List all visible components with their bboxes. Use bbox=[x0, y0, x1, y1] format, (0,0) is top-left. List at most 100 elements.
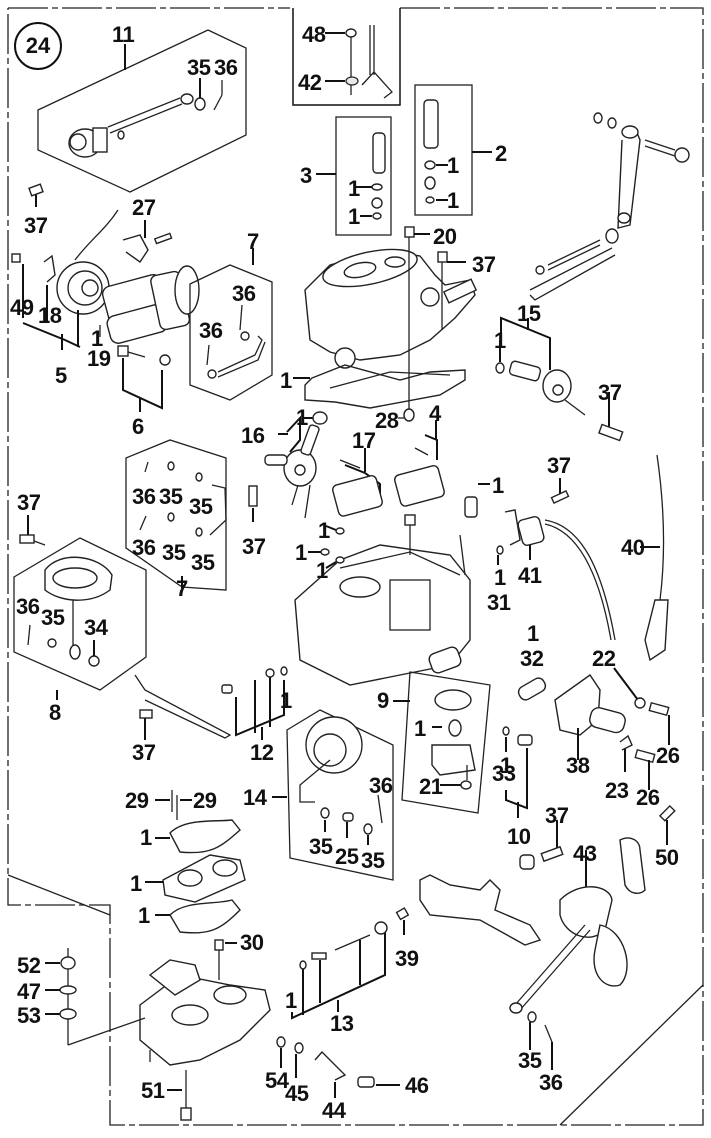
callout-35: 35 bbox=[191, 550, 215, 575]
callout-9: 9 bbox=[377, 688, 389, 713]
callout-1: 1 bbox=[138, 903, 150, 928]
callout-1: 1 bbox=[316, 558, 328, 583]
callout-10: 10 bbox=[507, 824, 531, 849]
callout-29: 29 bbox=[125, 788, 149, 813]
callout-4: 4 bbox=[429, 401, 441, 426]
choke-motor-assembly bbox=[11, 183, 200, 412]
callout-37: 37 bbox=[598, 380, 622, 405]
callout-1: 1 bbox=[280, 368, 292, 393]
callout-35: 35 bbox=[361, 848, 385, 873]
callout-1: 1 bbox=[494, 565, 506, 590]
callout-32: 32 bbox=[520, 646, 544, 671]
callout-2: 2 bbox=[495, 141, 507, 166]
callout-1: 1 bbox=[296, 405, 308, 430]
gasket-stack bbox=[145, 790, 246, 934]
callout-35: 35 bbox=[162, 540, 186, 565]
callout-1: 1 bbox=[494, 328, 506, 353]
callout-14: 14 bbox=[243, 785, 267, 810]
callout-12: 12 bbox=[250, 740, 274, 765]
callout-36: 36 bbox=[232, 281, 256, 306]
callout-41: 41 bbox=[518, 563, 542, 588]
callout-37: 37 bbox=[24, 213, 48, 238]
callout-52: 52 bbox=[17, 953, 41, 978]
callout-51: 51 bbox=[141, 1078, 165, 1103]
frame-outline bbox=[7, 7, 704, 1126]
callout-1: 1 bbox=[414, 716, 426, 741]
group-box-12 bbox=[134, 666, 288, 740]
group-box-7-upper bbox=[189, 248, 273, 401]
group-box-9 bbox=[393, 671, 491, 814]
callout-1: 1 bbox=[500, 753, 512, 778]
callout-36: 36 bbox=[132, 484, 156, 509]
callout-42: 42 bbox=[298, 70, 322, 95]
callout-1: 1 bbox=[492, 473, 504, 498]
callout-1: 1 bbox=[280, 688, 292, 713]
callout-47: 47 bbox=[17, 979, 41, 1004]
callout-7: 7 bbox=[176, 576, 188, 601]
group-48-42 bbox=[325, 25, 393, 99]
callout-1: 1 bbox=[318, 518, 330, 543]
callout-23: 23 bbox=[605, 778, 629, 803]
callout-45: 45 bbox=[285, 1081, 309, 1106]
callout-27: 27 bbox=[132, 195, 156, 220]
group-box-3 bbox=[316, 116, 392, 236]
callout-28: 28 bbox=[375, 408, 399, 433]
callout-43: 43 bbox=[573, 841, 597, 866]
callout-50: 50 bbox=[655, 845, 679, 870]
group-box-11 bbox=[37, 29, 247, 193]
callout-1: 1 bbox=[527, 621, 539, 646]
group-38-22-26 bbox=[554, 667, 670, 790]
callout-35: 35 bbox=[159, 484, 183, 509]
carburetor-top-cover bbox=[293, 226, 478, 422]
group-box-16 bbox=[264, 411, 328, 519]
bolts-37 bbox=[19, 478, 570, 546]
callout-8: 8 bbox=[49, 700, 61, 725]
callout-1: 1 bbox=[295, 540, 307, 565]
bracket-39 bbox=[395, 874, 542, 946]
group-box-13 bbox=[276, 921, 400, 1098]
callout-53: 53 bbox=[17, 1003, 41, 1028]
callout-30: 30 bbox=[240, 930, 264, 955]
callout-35: 35 bbox=[518, 1048, 542, 1073]
callout-36: 36 bbox=[369, 773, 393, 798]
callout-22: 22 bbox=[592, 646, 616, 671]
callout-37: 37 bbox=[242, 534, 266, 559]
callout-26: 26 bbox=[636, 785, 660, 810]
callout-54: 54 bbox=[265, 1068, 289, 1093]
callout-6: 6 bbox=[132, 414, 144, 439]
callout-36: 36 bbox=[132, 535, 156, 560]
group-43-50 bbox=[509, 804, 676, 1070]
callout-34: 34 bbox=[84, 615, 108, 640]
callout-33: 33 bbox=[492, 761, 516, 786]
group-box-17-4 bbox=[332, 420, 445, 517]
callout-36: 36 bbox=[199, 318, 223, 343]
callout-19: 19 bbox=[87, 346, 111, 371]
callout-37: 37 bbox=[132, 740, 156, 765]
carburetor-main-body bbox=[294, 483, 547, 701]
callout-5: 5 bbox=[55, 363, 67, 388]
callout-29: 29 bbox=[193, 788, 217, 813]
throttle-body-base bbox=[45, 939, 271, 1121]
callout-17: 17 bbox=[352, 428, 376, 453]
callout-1: 1 bbox=[130, 871, 142, 896]
callout-13: 13 bbox=[330, 1011, 354, 1036]
callout-44: 44 bbox=[322, 1098, 346, 1123]
callout-37: 37 bbox=[17, 490, 41, 515]
callout-37: 37 bbox=[547, 453, 571, 478]
group-box-14 bbox=[272, 709, 394, 881]
solenoid-and-cables bbox=[496, 454, 669, 662]
callout-46: 46 bbox=[405, 1073, 429, 1098]
callout-38: 38 bbox=[566, 753, 590, 778]
callout-35: 35 bbox=[187, 55, 211, 80]
callout-11: 11 bbox=[112, 22, 135, 47]
callout-1: 1 bbox=[140, 825, 152, 850]
callout-37: 37 bbox=[545, 803, 569, 828]
callout-1: 1 bbox=[91, 326, 103, 351]
callout-35: 35 bbox=[189, 494, 213, 519]
callout-31: 31 bbox=[487, 590, 511, 615]
callout-1: 1 bbox=[285, 988, 297, 1013]
group-box-7-lower bbox=[125, 439, 227, 591]
callout-1: 1 bbox=[447, 188, 459, 213]
